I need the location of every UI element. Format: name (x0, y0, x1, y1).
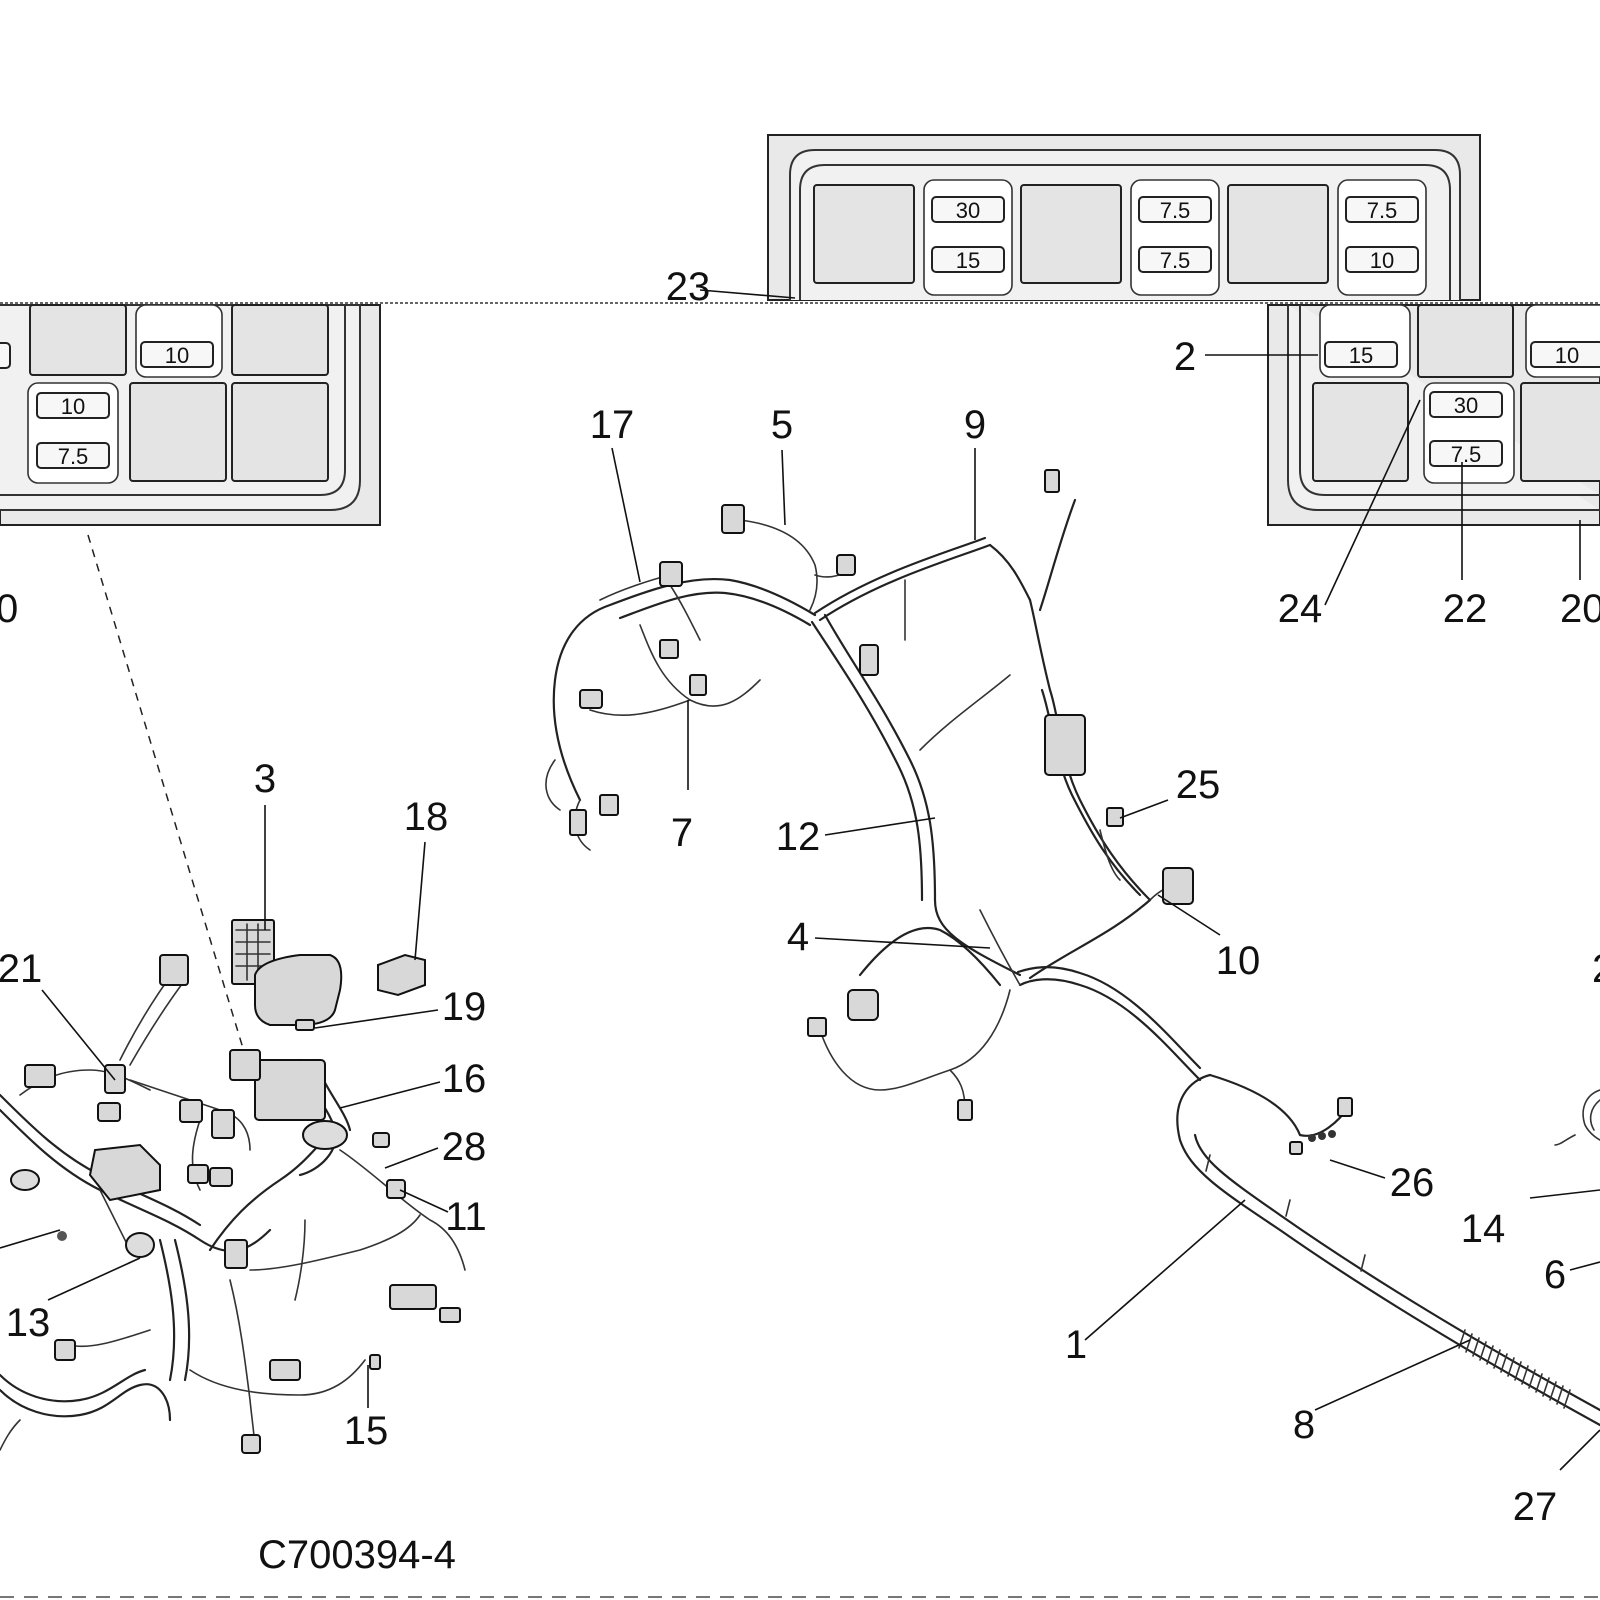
callout-26: 26 (1390, 1161, 1435, 1205)
fuse-label: 7.5 (1160, 248, 1191, 273)
callout-21: 21 (0, 947, 42, 991)
callout-8: 8 (1293, 1403, 1315, 1447)
fuse-label: 7.5 (1160, 198, 1191, 223)
callout-20-partial: 0 (0, 587, 18, 631)
callout-3: 3 (254, 757, 276, 801)
callout-5: 5 (771, 403, 793, 447)
left-harness (0, 969, 466, 1451)
fuse-label: 30 (956, 198, 980, 223)
callout-7: 7 (671, 811, 693, 855)
callout-10: 10 (1216, 939, 1261, 983)
callout-24: 24 (1278, 587, 1323, 631)
callout-20: 20 (1560, 587, 1600, 631)
fuse-box-left: 10 10 7.5 (0, 304, 381, 526)
callout-19: 19 (442, 985, 487, 1029)
callout-6: 6 (1544, 1253, 1566, 1297)
callout-22: 22 (1443, 587, 1488, 631)
callout-4: 4 (787, 915, 809, 959)
right-harness-partial (1554, 1089, 1600, 1146)
callout-27: 27 (1513, 1485, 1558, 1529)
callout-1: 1 (1065, 1323, 1087, 1367)
fuse-label: 7.5 (58, 444, 89, 469)
callout-18: 18 (404, 795, 449, 839)
callout-16: 16 (442, 1057, 487, 1101)
callout-12: 12 (776, 815, 821, 859)
callout-25: 25 (1176, 763, 1221, 807)
callout-15: 15 (344, 1409, 389, 1453)
fuse-label: 15 (1349, 343, 1373, 368)
fuse-label: 10 (165, 343, 189, 368)
callout-11: 11 (445, 1195, 487, 1239)
callout-14: 14 (1461, 1207, 1506, 1251)
callout-labels: 23 2 17 5 9 0 24 22 20 3 7 18 25 12 4 10… (0, 265, 1600, 1577)
fuse-label: 7.5 (1451, 442, 1482, 467)
figure-code: C700394-4 (258, 1533, 456, 1577)
fuse-label: 15 (956, 248, 980, 273)
callout-28: 28 (442, 1125, 487, 1169)
fuse-box-right: 15 10 30 7.5 (1267, 304, 1600, 526)
callout-23: 23 (666, 265, 711, 309)
callout-21-partial: 2 (1592, 947, 1600, 991)
fuse-label: 10 (61, 394, 85, 419)
callout-2: 2 (1174, 335, 1196, 379)
callout-17: 17 (590, 403, 635, 447)
callout-9: 9 (964, 403, 986, 447)
fuse-label: 10 (1370, 248, 1394, 273)
fuse-label: 7.5 (1367, 198, 1398, 223)
leader-lines (0, 289, 1600, 1471)
fuse-label: 10 (1555, 343, 1579, 368)
left-harness-components (10, 919, 461, 1454)
fuse-label: 30 (1454, 393, 1478, 418)
center-harness-connectors (569, 469, 1571, 1409)
main-harness-center (545, 498, 1600, 1427)
callout-13: 13 (6, 1301, 51, 1345)
fuse-box-pointer-line (87, 534, 246, 1056)
fuse-box-top: 30 15 7.5 7.5 7.5 10 (767, 134, 1481, 301)
